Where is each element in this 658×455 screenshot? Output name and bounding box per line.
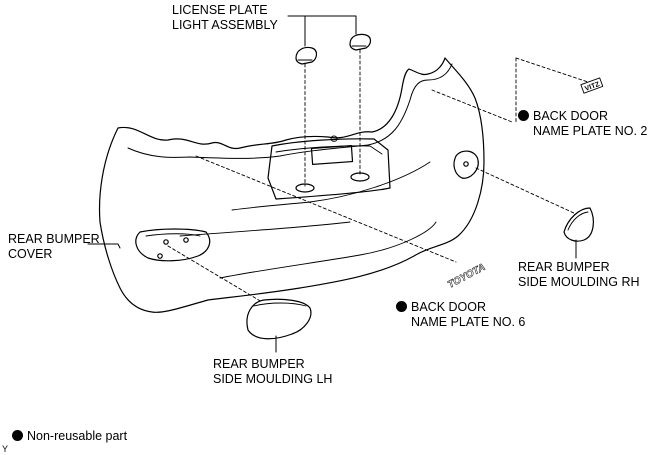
bumper-contour-upper <box>231 161 431 211</box>
bumper-contour-lower <box>219 221 437 279</box>
bolt-hole-top <box>330 135 338 142</box>
non-reusable-dot-icon <box>518 110 529 121</box>
label-side-moulding-rh: REAR BUMPER SIDE MOULDING RH <box>518 260 640 290</box>
name-plate-6-text: TOYOTA <box>446 262 487 291</box>
label-line: REAR BUMPER <box>518 260 610 274</box>
bumper-top-edge <box>127 63 453 159</box>
clip-hole-3 <box>157 253 163 259</box>
legend-text: Non-reusable part <box>27 429 128 443</box>
label-line: LICENSE PLATE <box>172 3 268 17</box>
label-line: SIDE MOULDING LH <box>213 372 333 386</box>
label-side-moulding-lh: REAR BUMPER SIDE MOULDING LH <box>213 357 332 387</box>
guide-side-moulding-rh <box>475 167 577 215</box>
leader-license-light <box>287 15 357 47</box>
clip-hole-1 <box>163 239 169 245</box>
label-line: REAR BUMPER <box>8 232 100 246</box>
right-side-recess <box>453 150 479 179</box>
label-line: LIGHT ASSEMBLY <box>172 18 278 32</box>
license-plate-recess <box>267 138 391 200</box>
label-license-plate-light: LICENSE PLATE LIGHT ASSEMBLY <box>172 3 278 33</box>
name-plate-2-emblem: VITZ <box>580 77 604 94</box>
non-reusable-dot-icon <box>12 430 23 441</box>
guide-name-plate-6 <box>195 155 457 263</box>
license-plate-light-left <box>295 46 318 65</box>
side-moulding-rh <box>563 207 594 242</box>
non-reusable-dot-icon <box>396 301 407 312</box>
bumper-contour-mid <box>179 221 351 237</box>
legend: Non-reusable part <box>12 429 127 443</box>
side-moulding-lh <box>246 298 312 340</box>
label-line: COVER <box>8 247 53 261</box>
label-line: REAR BUMPER <box>213 357 305 371</box>
rear-bumper-cover-outline <box>98 57 485 313</box>
right-clip-hole <box>463 161 469 167</box>
corner-code: Y <box>2 444 9 454</box>
guide-side-moulding-lh <box>167 245 263 303</box>
clip-hole-2 <box>183 237 189 243</box>
label-rear-bumper-cover: REAR BUMPER COVER <box>8 232 100 262</box>
leader-rear-bumper-cover <box>87 243 121 249</box>
label-line: NAME PLATE NO. 6 <box>411 315 526 329</box>
name-plate-6-emblem: TOYOTA <box>446 262 488 291</box>
label-line: NAME PLATE NO. 2 <box>533 124 648 138</box>
left-recess-inner <box>145 233 201 237</box>
guide-name-plate-2 <box>431 57 589 125</box>
label-name-plate-6: BACK DOOR NAME PLATE NO. 6 <box>396 300 525 330</box>
side-moulding-rh-edge <box>567 211 589 231</box>
label-line: SIDE MOULDING RH <box>518 275 640 289</box>
license-plate-light-right <box>349 33 372 51</box>
side-moulding-lh-edge <box>253 302 307 307</box>
label-line: BACK DOOR <box>411 300 487 314</box>
left-side-recess <box>135 228 211 262</box>
label-name-plate-2: BACK DOOR NAME PLATE NO. 2 <box>518 109 647 139</box>
label-line: BACK DOOR <box>533 109 609 123</box>
license-plate-window <box>310 145 354 165</box>
light-opening-left <box>295 183 315 193</box>
